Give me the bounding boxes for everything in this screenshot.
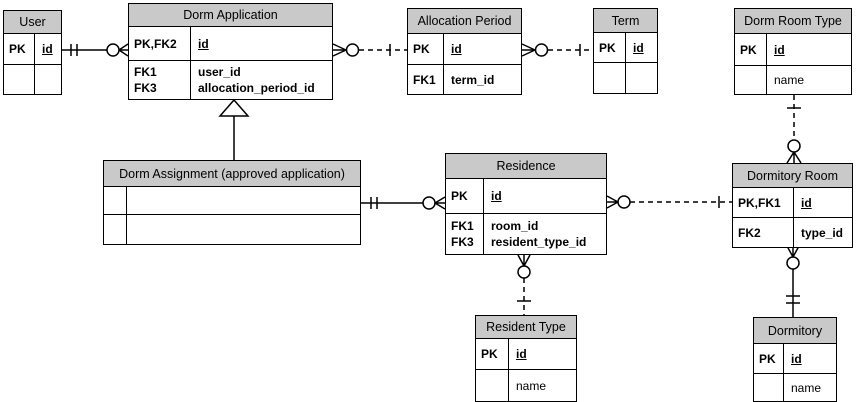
key-cell: PK: [594, 33, 626, 62]
field-cell: id: [633, 40, 644, 55]
field-cell: [127, 187, 360, 214]
entity-title: Resident Type: [476, 316, 576, 339]
entity-residence: Residence PK id FK1 FK3 room_id resident…: [445, 153, 607, 255]
field-cell: [127, 215, 360, 244]
field-cell: name: [774, 73, 805, 87]
field-cell: id: [774, 42, 785, 57]
relationship-dorm-room-type-dormitory-room: [786, 95, 802, 164]
relationship-user-dorm-application: [62, 43, 129, 57]
key-cell: [594, 63, 626, 93]
key-cell: FK1: [408, 65, 444, 94]
zero-circle: [617, 195, 631, 209]
entity-title: Dorm Room Type: [735, 9, 851, 34]
entity-allocation-period: Allocation Period PK id FK1 term_id: [407, 8, 522, 95]
key-cell: PK,FK2: [129, 27, 191, 60]
zero-circle: [787, 139, 801, 153]
key-cell: PK,FK1: [733, 188, 794, 217]
field-cell: id: [791, 351, 802, 366]
field-cell: id: [451, 42, 462, 56]
entity-title: Dorm Application: [129, 4, 332, 27]
key-cell: PK: [735, 34, 767, 65]
zero-circle: [786, 256, 800, 270]
crow-foot: [118, 43, 129, 57]
crow-foot: [606, 195, 619, 209]
key-cell: [104, 215, 127, 244]
zero-circle: [345, 43, 360, 57]
relationship-residence-resident-type: [517, 254, 531, 315]
entity-dorm-application: Dorm Application PK,FK2 id FK1 FK3 user_…: [128, 3, 333, 100]
key-cell: PK: [4, 34, 35, 64]
key-cell: FK1 FK3: [129, 61, 191, 99]
entity-dorm-assignment: Dorm Assignment (approved application): [103, 160, 361, 245]
relationship-dorm-assignment-residence: [361, 196, 446, 210]
zero-circle: [106, 43, 120, 57]
entity-title: Allocation Period: [408, 9, 521, 34]
relationship-inheritance-dorm-application-dorm-assignment: [218, 98, 250, 160]
inheritance-triangle: [218, 98, 250, 117]
crow-foot: [434, 196, 446, 210]
crow-foot: [786, 151, 802, 164]
crow-foot: [521, 43, 536, 57]
field-cell: room_id resident_type_id: [491, 219, 587, 249]
entity-resident-type: Resident Type PK id name: [475, 315, 577, 402]
relationship-allocation-period-term: [521, 43, 593, 57]
key-cell: PK: [754, 344, 784, 373]
relationship-dormitory-room-dormitory: [786, 245, 800, 317]
entity-title: Dorm Assignment (approved application): [104, 161, 360, 187]
key-cell: FK2: [733, 218, 794, 247]
entity-dormitory: Dormitory PK id name: [753, 317, 837, 402]
entity-dorm-room-type: Dorm Room Type PK id name: [734, 8, 852, 95]
field-cell: id: [801, 195, 812, 210]
field-cell: id: [491, 189, 502, 203]
field-cell: name: [516, 378, 547, 393]
key-cell: PK: [408, 34, 444, 64]
field-cell: [35, 65, 61, 94]
field-cell: id: [516, 347, 527, 361]
field-cell: id: [42, 42, 53, 56]
entity-user: User PK id: [3, 10, 62, 95]
field-cell: user_id allocation_period_id: [198, 65, 315, 95]
key-cell: [4, 65, 35, 94]
relationship-residence-dormitory-room: [606, 195, 732, 209]
zero-circle: [534, 43, 549, 57]
key-cell: PK: [446, 179, 484, 213]
key-cell: [754, 374, 784, 401]
zero-circle: [517, 265, 531, 279]
field-cell: term_id: [451, 72, 495, 87]
field-cell: id: [198, 36, 209, 51]
key-cell: [476, 370, 509, 401]
crow-foot: [332, 43, 347, 57]
key-cell: [735, 66, 767, 94]
key-cell: [104, 187, 127, 214]
entity-dormitory-room: Dormitory Room PK,FK1 id FK2 type_id: [732, 163, 853, 248]
entity-title: Dormitory Room: [733, 164, 852, 188]
entity-term: Term PK id: [593, 8, 658, 94]
field-cell: [626, 63, 657, 93]
entity-title: Term: [594, 9, 657, 33]
crow-foot: [517, 254, 531, 267]
key-cell: FK1 FK3: [446, 214, 484, 254]
entity-title: Residence: [446, 154, 606, 179]
entity-title: User: [4, 11, 61, 34]
relationship-dorm-application-allocation-period: [332, 43, 407, 57]
zero-circle: [422, 196, 436, 210]
entity-title: Dormitory: [754, 318, 836, 344]
key-cell: PK: [476, 339, 509, 369]
field-cell: name: [791, 380, 822, 395]
field-cell: type_id: [801, 225, 844, 240]
